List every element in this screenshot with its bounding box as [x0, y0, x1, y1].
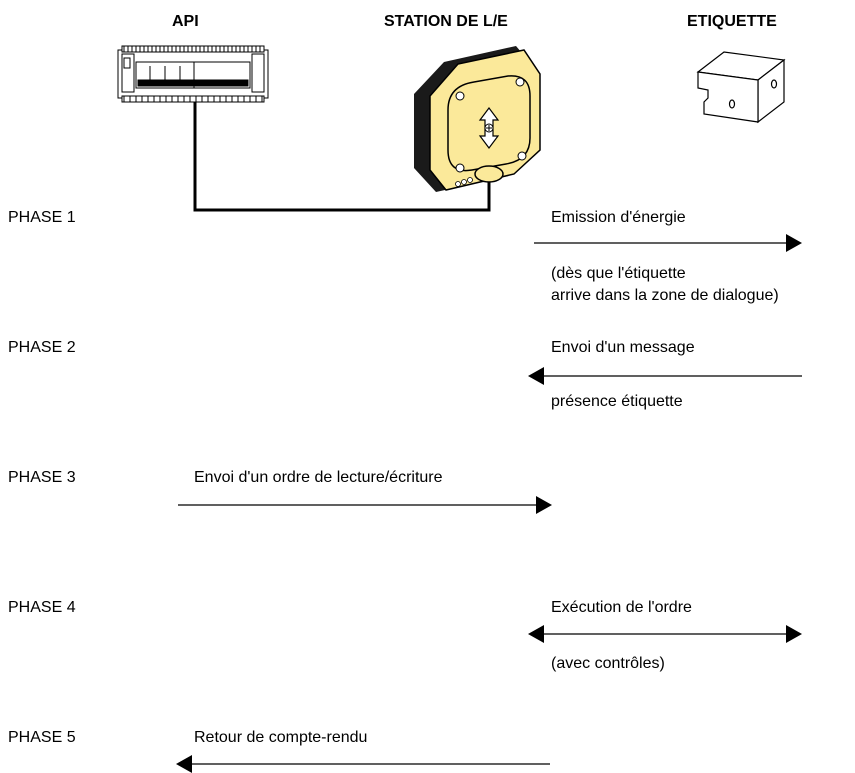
phase-3-arrow: [178, 496, 552, 514]
phase-1-arrow: [534, 234, 802, 252]
phase-1-note-line2: arrive dans la zone de dialogue): [551, 287, 779, 304]
phase-4-title: Exécution de l'ordre: [551, 599, 692, 616]
phase-2-note: présence étiquette: [551, 393, 683, 410]
station-header: STATION DE L/E: [384, 13, 508, 30]
phase-3-title: Envoi d'un ordre de lecture/écriture: [194, 469, 443, 486]
rfid-tag-icon: [696, 51, 786, 124]
phase-3-label: PHASE 3: [8, 469, 76, 486]
plc-icon: [117, 45, 269, 103]
api-header: API: [172, 13, 199, 30]
connection-cable: [193, 102, 491, 212]
tag-header: ETIQUETTE: [687, 13, 777, 30]
phase-5-arrow: [176, 755, 550, 773]
phase-1-title: Emission d'énergie: [551, 209, 686, 226]
phase-5-title: Retour de compte-rendu: [194, 729, 368, 746]
phase-2-label: PHASE 2: [8, 339, 76, 356]
phase-4-arrow: [528, 625, 802, 643]
phase-5-label: PHASE 5: [8, 729, 76, 746]
phase-4-note: (avec contrôles): [551, 655, 665, 672]
phase-1-note-line1: (dès que l'étiquette: [551, 265, 686, 282]
phase-2-arrow: [528, 367, 802, 385]
rfid-station-icon: [414, 46, 541, 192]
phase-2-title: Envoi d'un message: [551, 339, 695, 356]
phase-1-label: PHASE 1: [8, 209, 76, 226]
phase-4-label: PHASE 4: [8, 599, 76, 616]
